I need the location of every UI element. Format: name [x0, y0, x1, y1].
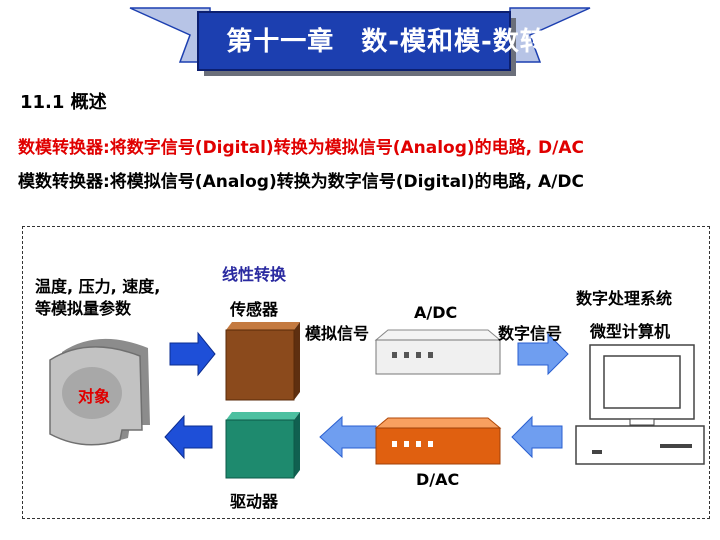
arrow-computer-to-dac	[511, 415, 563, 459]
object-label: 对象	[78, 387, 111, 406]
arrow-dac-to-driver	[319, 415, 377, 459]
diagram-frame	[22, 226, 710, 519]
microcomputer-label: 微型计算机	[590, 322, 671, 341]
object-shape	[49, 338, 150, 446]
sensor-label: 传感器	[230, 300, 279, 319]
arrow-digital-to-computer	[517, 332, 569, 376]
arrow-driver-to-object	[164, 414, 213, 460]
processing-system-label: 数字处理系统	[576, 289, 673, 308]
dac-box	[374, 417, 502, 465]
adc-box	[374, 329, 502, 375]
page-title: 第十一章 数-模和模-数转换	[226, 27, 574, 57]
computer-icon	[575, 344, 705, 465]
object-params-label: 温度, 压力, 速度, 等模拟量参数	[35, 277, 161, 318]
adc-label: A/DC	[414, 303, 458, 322]
dac-label: D/AC	[416, 470, 460, 489]
analog-signal-label: 模拟信号	[305, 324, 370, 343]
digital-signal-label: 数字信号	[498, 324, 563, 343]
driver-label: 驱动器	[230, 492, 279, 511]
dac-definition: 数模转换器:将数字信号(Digital)转换为模拟信号(Analog)的电路, …	[18, 138, 584, 158]
sensor-box	[225, 322, 300, 401]
section-heading: 11.1 概述	[20, 92, 107, 113]
arrow-object-to-sensor	[169, 331, 216, 377]
linear-conversion-label: 线性转换	[222, 265, 287, 284]
title-banner	[129, 7, 591, 76]
driver-box	[225, 412, 300, 479]
adc-definition: 模数转换器:将模拟信号(Analog)转换为数字信号(Digital)的电路, …	[18, 172, 584, 192]
